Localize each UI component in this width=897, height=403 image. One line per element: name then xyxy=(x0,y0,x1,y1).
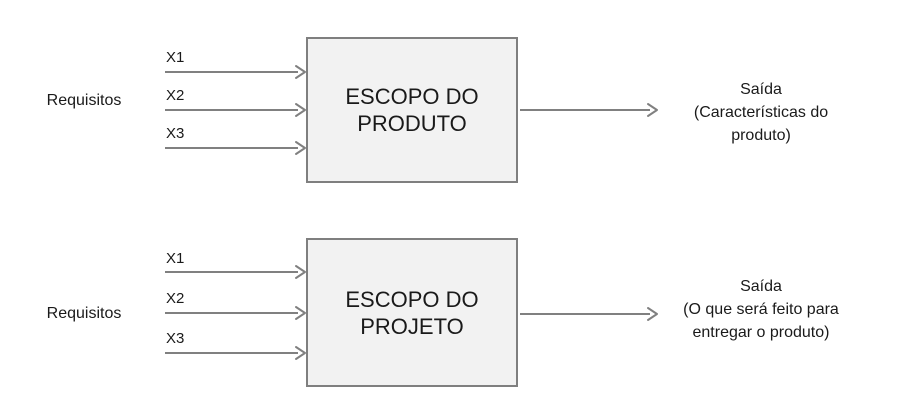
input-source-label-produto: Requisitos xyxy=(46,92,122,109)
arrow-head-icon xyxy=(647,307,658,321)
input-arrow-x1-projeto xyxy=(165,265,306,279)
arrow-head-icon xyxy=(295,306,306,320)
arrow-head-icon xyxy=(295,265,306,279)
input-arrow-x3-projeto xyxy=(165,346,306,360)
input-source-label-projeto: Requisitos xyxy=(46,305,122,322)
input-arrow-label-x2-produto: X2 xyxy=(166,87,185,104)
process-box-produto: ESCOPO DO PRODUTO xyxy=(306,37,518,183)
output-label-projeto: Saída (O que será feito para entregar o … xyxy=(652,275,870,344)
output-line1: Saída xyxy=(740,278,782,295)
box-title-line2: PROJETO xyxy=(360,313,464,339)
arrow-head-icon xyxy=(295,346,306,360)
box-title-line2: PRODUTO xyxy=(357,111,467,136)
input-arrow-x2-projeto xyxy=(165,306,306,320)
input-arrow-label-x3-produto: X3 xyxy=(166,125,185,142)
output-label-produto: Saída (Características do produto) xyxy=(660,78,862,147)
input-arrow-x2-produto xyxy=(165,103,306,117)
output-line3: produto) xyxy=(731,127,791,144)
input-arrow-label-x3-projeto: X3 xyxy=(166,330,185,347)
output-arrow-produto xyxy=(520,103,658,117)
output-arrow-projeto xyxy=(520,307,658,321)
output-line2: (O que será feito para xyxy=(683,301,839,318)
output-line1: Saída xyxy=(740,81,782,98)
input-arrow-x1-produto xyxy=(165,65,306,79)
output-line2: (Características do xyxy=(693,104,829,121)
arrow-head-icon xyxy=(295,65,306,79)
arrow-head-icon xyxy=(295,103,306,117)
box-title-line1: ESCOPO DO xyxy=(345,84,479,109)
output-line3: entregar o produto) xyxy=(692,324,830,341)
process-box-projeto: ESCOPO DO PROJETO xyxy=(306,238,518,387)
input-arrow-label-x1-produto: X1 xyxy=(166,49,185,66)
arrow-head-icon xyxy=(647,103,658,117)
arrow-head-icon xyxy=(295,141,306,155)
input-arrow-x3-produto xyxy=(165,141,306,155)
input-arrow-label-x2-projeto: X2 xyxy=(166,290,185,307)
input-arrow-label-x1-projeto: X1 xyxy=(166,250,185,267)
box-title-line1: ESCOPO DO xyxy=(345,286,479,312)
